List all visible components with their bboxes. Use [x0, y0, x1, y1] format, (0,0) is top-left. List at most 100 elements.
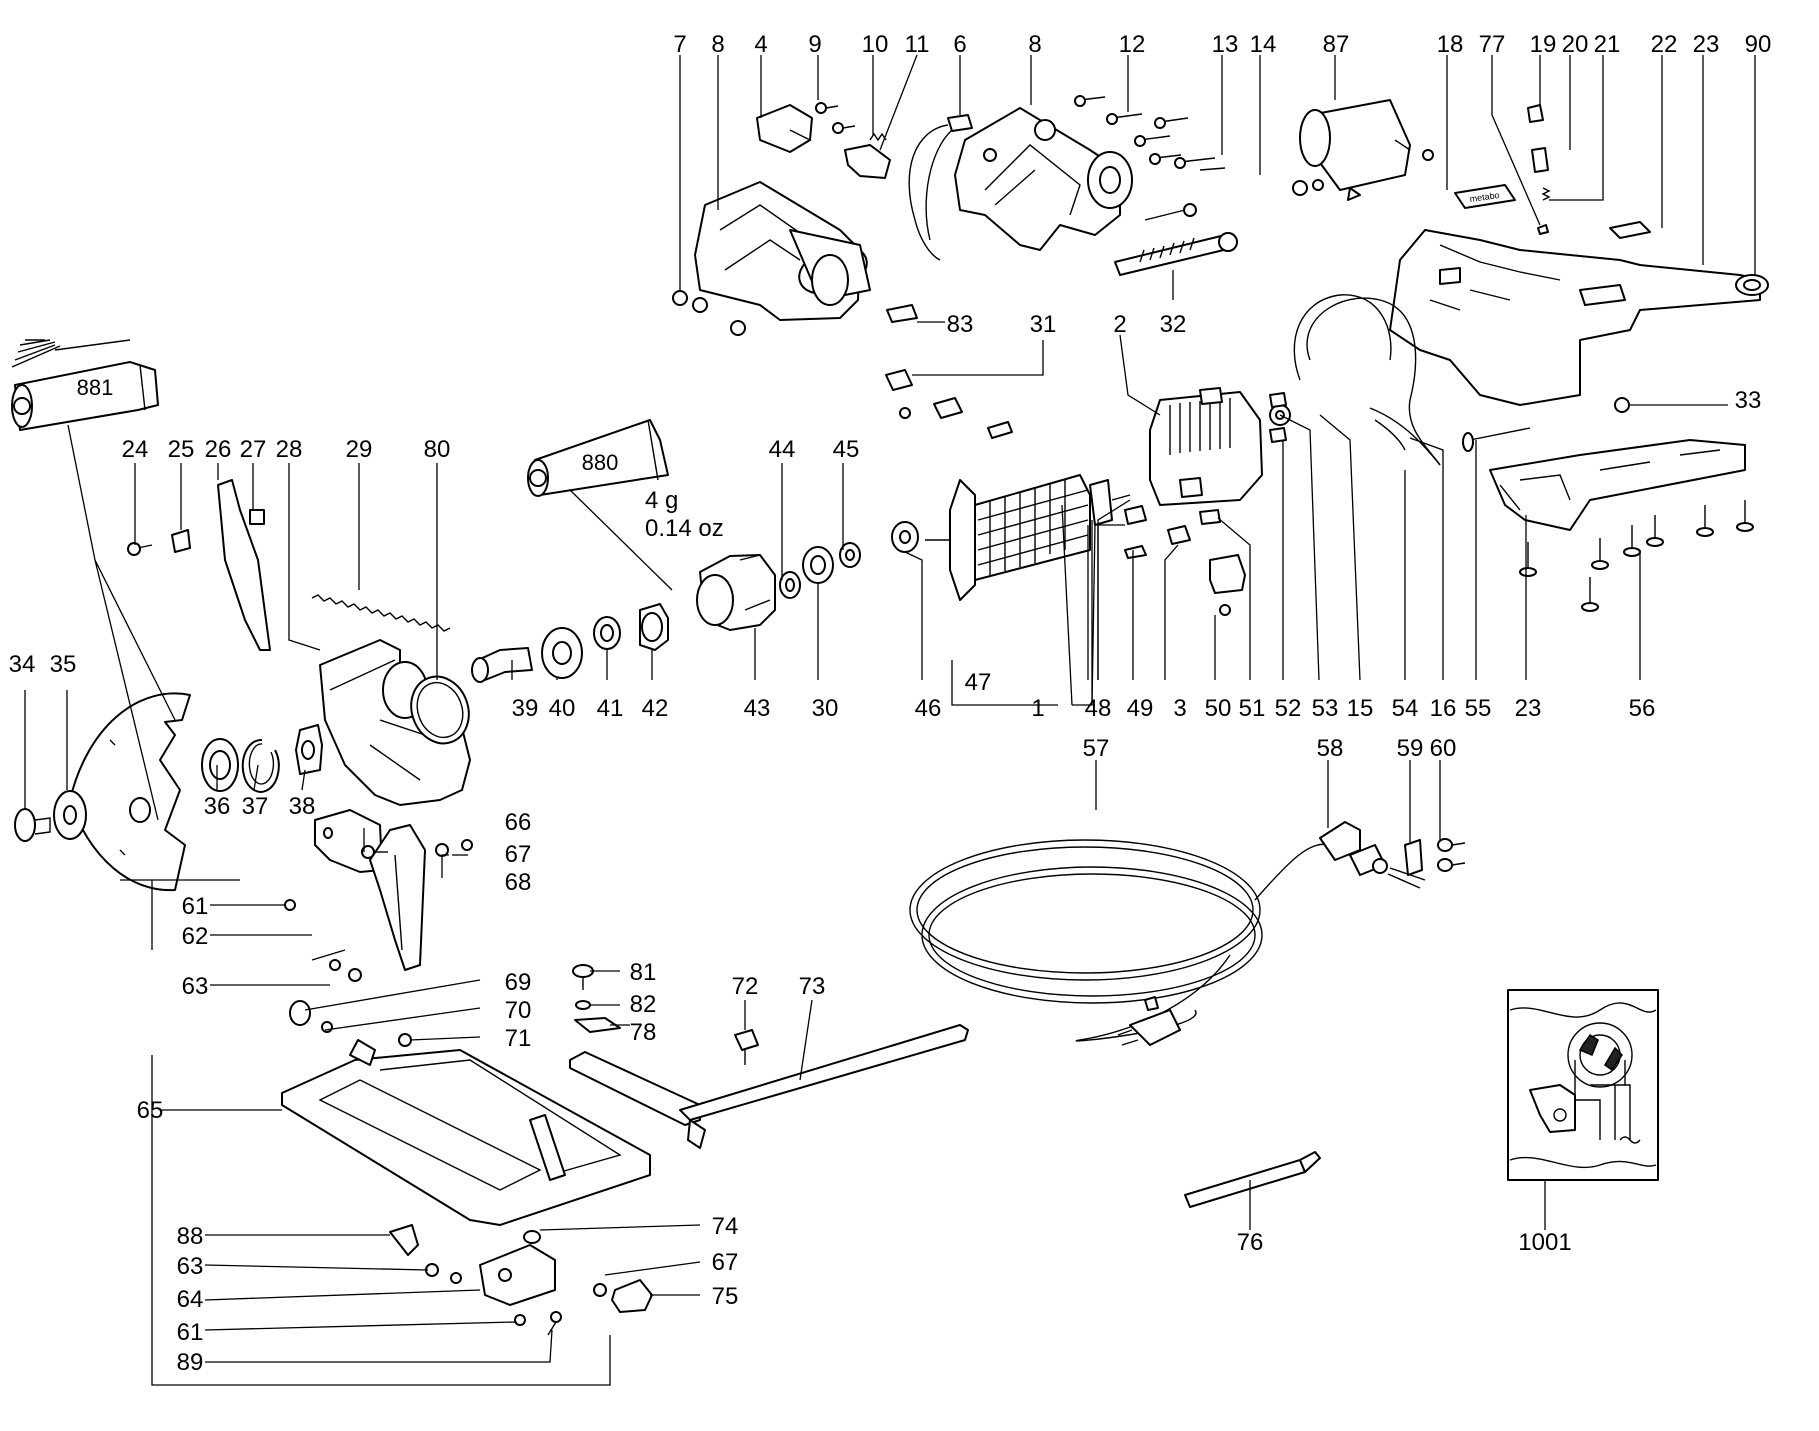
spring-10 — [869, 132, 887, 142]
label-20: 20 — [1562, 31, 1589, 58]
capacitor-87 — [1292, 99, 1434, 201]
label-9: 9 — [808, 31, 821, 58]
label-27: 27 — [240, 436, 267, 463]
flange-36 — [201, 738, 239, 792]
washer-90 — [1735, 274, 1769, 296]
screw-24 — [127, 542, 153, 556]
label-74: 74 — [712, 1213, 739, 1240]
label-77: 77 — [1479, 31, 1506, 58]
label-12: 12 — [1119, 31, 1146, 58]
part-number-labels: 7 8 4 9 10 11 6 8 12 13 14 87 18 77 19 2… — [9, 31, 1772, 1376]
seal-ring-80 — [410, 675, 470, 745]
brush-holder-4 — [756, 104, 813, 153]
screws-56 — [1519, 500, 1754, 612]
label-19: 19 — [1530, 31, 1557, 58]
label-73: 73 — [799, 973, 826, 1000]
label-40: 40 — [549, 695, 576, 722]
screws-9 — [815, 102, 856, 134]
label-42: 42 — [642, 695, 669, 722]
field-wires-15-16-54 — [1269, 294, 1441, 466]
grease-amount-g: 4 g — [645, 487, 678, 514]
label-1: 1 — [1031, 695, 1044, 722]
label-6: 6 — [953, 31, 966, 58]
spring-29 — [311, 594, 451, 632]
spindle-39 — [471, 647, 533, 683]
bearing-44-30-45 — [779, 542, 861, 599]
nuts-7 — [672, 290, 746, 336]
armature-47 — [925, 474, 1131, 601]
brush-tube-icon — [11, 339, 131, 368]
small-washers-67-68-61-63 — [284, 839, 473, 982]
gear-42 — [639, 603, 669, 651]
label-37: 37 — [242, 793, 269, 820]
riving-knife-26 — [217, 479, 271, 651]
leader-lines — [24, 54, 1756, 1386]
brush-83 — [886, 304, 918, 323]
label-46: 46 — [915, 695, 942, 722]
label-63a: 63 — [182, 973, 209, 1000]
label-26: 26 — [205, 436, 232, 463]
circlip-37 — [241, 738, 280, 793]
label-39: 39 — [512, 695, 539, 722]
label-24: 24 — [122, 436, 149, 463]
cable-grommet-58 — [1319, 821, 1426, 889]
motor-housing-8 — [954, 107, 1133, 251]
ring-41 — [593, 616, 621, 650]
label-90: 90 — [1745, 31, 1772, 58]
label-10: 10 — [862, 31, 889, 58]
label-82: 82 — [630, 991, 657, 1018]
power-cable-57 — [909, 839, 1361, 1046]
label-88: 88 — [177, 1223, 204, 1250]
label-8a: 8 — [711, 31, 724, 58]
brush-holders-31 — [885, 369, 1013, 439]
label-15: 15 — [1347, 695, 1374, 722]
label-23b: 23 — [1515, 695, 1542, 722]
label-8b: 8 — [1028, 31, 1041, 58]
label-16: 16 — [1430, 695, 1457, 722]
label-75: 75 — [712, 1283, 739, 1310]
label-32: 32 — [1160, 311, 1187, 338]
washer-33 — [1614, 397, 1630, 413]
label-43: 43 — [744, 695, 771, 722]
spindle-32 — [1114, 232, 1238, 276]
label-1001: 1001 — [1518, 1229, 1571, 1256]
clamp-59-60 — [1404, 838, 1466, 876]
bevel-scale-66 — [369, 824, 426, 971]
label-41: 41 — [597, 695, 624, 722]
grease-tube-881: 881 — [11, 361, 159, 431]
brush-caps-52-51 — [1199, 392, 1287, 525]
label-30: 30 — [812, 695, 839, 722]
tube-label-881: 881 — [77, 375, 114, 400]
label-51: 51 — [1239, 695, 1266, 722]
small-parts-77-19-20-21 — [1527, 104, 1651, 239]
label-14: 14 — [1250, 31, 1277, 58]
saw-blade — [69, 692, 191, 892]
label-61b: 61 — [177, 1319, 204, 1346]
label-3: 3 — [1173, 695, 1186, 722]
label-11: 11 — [905, 31, 930, 58]
brush-holders-48-49-3 — [1124, 505, 1191, 559]
cable-6 — [908, 114, 973, 261]
grease-tube-880: 880 — [527, 419, 669, 497]
screw-81-82-78 — [572, 964, 621, 1033]
label-35: 35 — [50, 651, 77, 678]
label-78: 78 — [630, 1019, 657, 1046]
label-44: 44 — [769, 436, 796, 463]
label-29: 29 — [346, 436, 373, 463]
label-87: 87 — [1323, 31, 1350, 58]
label-61a: 61 — [182, 893, 209, 920]
label-55: 55 — [1465, 695, 1492, 722]
label-53: 53 — [1312, 695, 1339, 722]
svg-text:metabo: metabo — [1469, 190, 1500, 204]
label-64: 64 — [177, 1286, 204, 1313]
label-25: 25 — [168, 436, 195, 463]
label-21: 21 — [1594, 31, 1621, 58]
bolt-34-washer-35 — [14, 790, 87, 842]
pivot-64-74-88 — [389, 1224, 556, 1306]
grease-amount-oz: 0.14 oz — [645, 515, 724, 542]
switch-11 — [844, 144, 891, 179]
label-48: 48 — [1085, 695, 1112, 722]
label-31: 31 — [1030, 311, 1057, 338]
label-56: 56 — [1629, 695, 1656, 722]
label-34: 34 — [9, 651, 36, 678]
